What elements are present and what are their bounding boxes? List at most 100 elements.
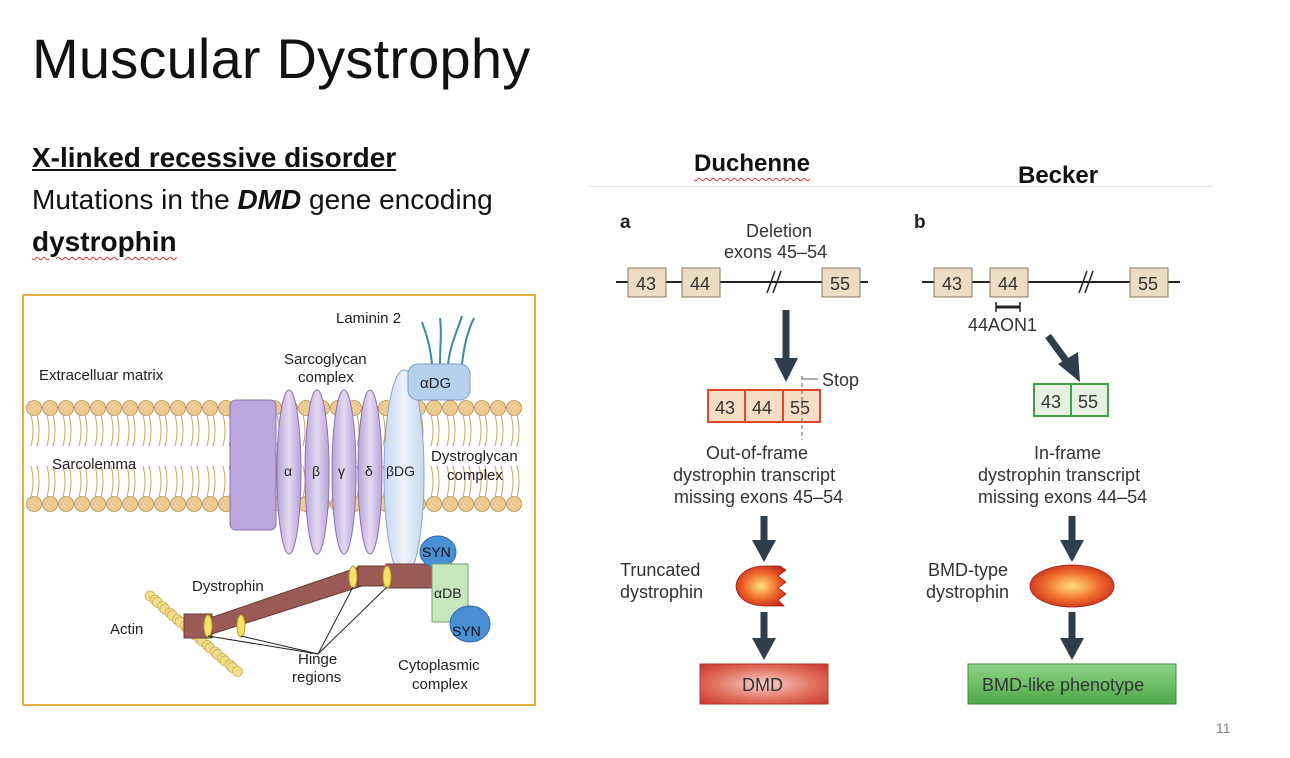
transcript-a-44: 44 (752, 398, 772, 418)
exon-43-b (933, 267, 973, 298)
lipid-tail (30, 465, 34, 498)
sarcoglycan-beta (304, 389, 330, 555)
dystrophin-molecule (183, 563, 439, 639)
transcript-a-43: 43 (715, 398, 735, 418)
lipid-tail (148, 465, 152, 498)
exon-55-b-label: 55 (1138, 274, 1158, 294)
cytoplasmic-label-1: Cytoplasmic (398, 657, 480, 674)
lipid-tail (36, 465, 40, 498)
lipid-head (90, 400, 106, 416)
lipid-tail (94, 465, 98, 498)
sarcolemma-label: Sarcolemma (52, 456, 137, 473)
lipid-head (458, 496, 474, 512)
lipid-tail (110, 414, 114, 447)
panel-a-gene: 43 44 55 (616, 267, 868, 298)
sarcoglycan-delta (357, 389, 383, 555)
lipid-tail (302, 414, 306, 447)
becker-heading: Becker (1018, 162, 1099, 189)
lipid-head (186, 400, 202, 416)
actin-label: Actin (110, 621, 143, 638)
hinge-label-2: regions (292, 669, 341, 686)
exon-44-a-label: 44 (690, 274, 710, 294)
lipid-head (202, 400, 218, 416)
dystrophin-complex-diagram: Laminin 2 Sarcoglycan complex Extracellu… (22, 294, 536, 706)
panel-b-gene: 43 44 55 (922, 267, 1180, 312)
sg-delta-label: δ (365, 463, 373, 479)
lipid-head (458, 400, 474, 416)
lipid-head (26, 496, 42, 512)
lipid-tail (158, 465, 162, 498)
beta-dg-label: βDG (386, 463, 415, 479)
panel-b-letter: b (914, 212, 926, 233)
lipid-tail (468, 465, 472, 498)
lipid-tail (46, 414, 50, 447)
panel-a-transcript: 43 44 55 (707, 376, 821, 440)
lipid-head (74, 400, 90, 416)
mutation-text: Mutations in the DMD gene encoding (32, 184, 493, 216)
mutation-text-pre: Mutations in the (32, 184, 238, 215)
lipid-head (58, 496, 74, 512)
dmd-outcome-box (699, 663, 829, 705)
syn-label-2: SYN (452, 623, 481, 639)
lipid-tail (452, 465, 456, 498)
exon-55-a (821, 267, 861, 298)
lipid-tail (30, 414, 34, 447)
lipid-tail (478, 465, 482, 498)
lipid-tail (190, 414, 194, 447)
lipid-tail (180, 414, 184, 447)
lipid-tail (62, 414, 66, 447)
exon-43-b-label: 43 (942, 274, 962, 294)
lipid-head (90, 496, 106, 512)
arrow-a1-head (774, 358, 798, 382)
lipid-tail (500, 465, 504, 498)
arrow-b3-head (1060, 638, 1084, 660)
a-desc-3: missing exons 45–54 (674, 487, 843, 507)
lipid-tail (446, 465, 450, 498)
lipid-tail (190, 465, 194, 498)
lipid-head (122, 496, 138, 512)
lipid-tail (462, 465, 466, 498)
dystroglycan-label-1: Dystroglycan (431, 448, 518, 465)
lipid-head (490, 496, 506, 512)
hinge-4 (382, 565, 392, 589)
lipid-tail (212, 414, 216, 447)
lipid-tail (196, 465, 200, 498)
dystroglycan-label-2: complex (447, 467, 503, 484)
lipid-head (170, 400, 186, 416)
lipid-head (186, 496, 202, 512)
exon-43-a (627, 267, 667, 298)
inheritance-heading: X-linked recessive disorder (32, 142, 397, 173)
lipid-head (474, 496, 490, 512)
lipid-tail (132, 465, 136, 498)
lipid-tail (196, 414, 200, 447)
lipid-head (170, 496, 186, 512)
lipid-tail (126, 465, 130, 498)
lipid-head (442, 496, 458, 512)
lipid-tail (52, 414, 56, 447)
lipid-tail (500, 414, 504, 447)
lipid-tail (84, 414, 88, 447)
lipid-tail (436, 465, 440, 498)
arrow-a2-head (752, 540, 776, 562)
cytoplasmic-label-2: complex (412, 676, 468, 693)
dmd-outcome-label: DMD (742, 675, 783, 695)
lipid-tail (116, 465, 120, 498)
lipid-tail (452, 414, 456, 447)
aon-label: 44AON1 (968, 315, 1037, 335)
lipid-head (154, 400, 170, 416)
lipid-tail (94, 414, 98, 447)
lipid-head (474, 400, 490, 416)
lipid-tail (174, 465, 178, 498)
alpha-dystroglycan (407, 363, 471, 401)
exon-55-b (1129, 267, 1169, 298)
arrow-a3-head (752, 638, 776, 660)
lipid-head (202, 496, 218, 512)
lipid-tail (100, 465, 104, 498)
exon-43-a-label: 43 (636, 274, 656, 294)
actin-monomer (232, 666, 243, 677)
dystrophin-c-terminus (385, 563, 439, 589)
exon-44-a (681, 267, 721, 298)
lipid-tail (158, 414, 162, 447)
lipid-tail (52, 465, 56, 498)
duchenne-heading: Duchenne (694, 150, 811, 177)
